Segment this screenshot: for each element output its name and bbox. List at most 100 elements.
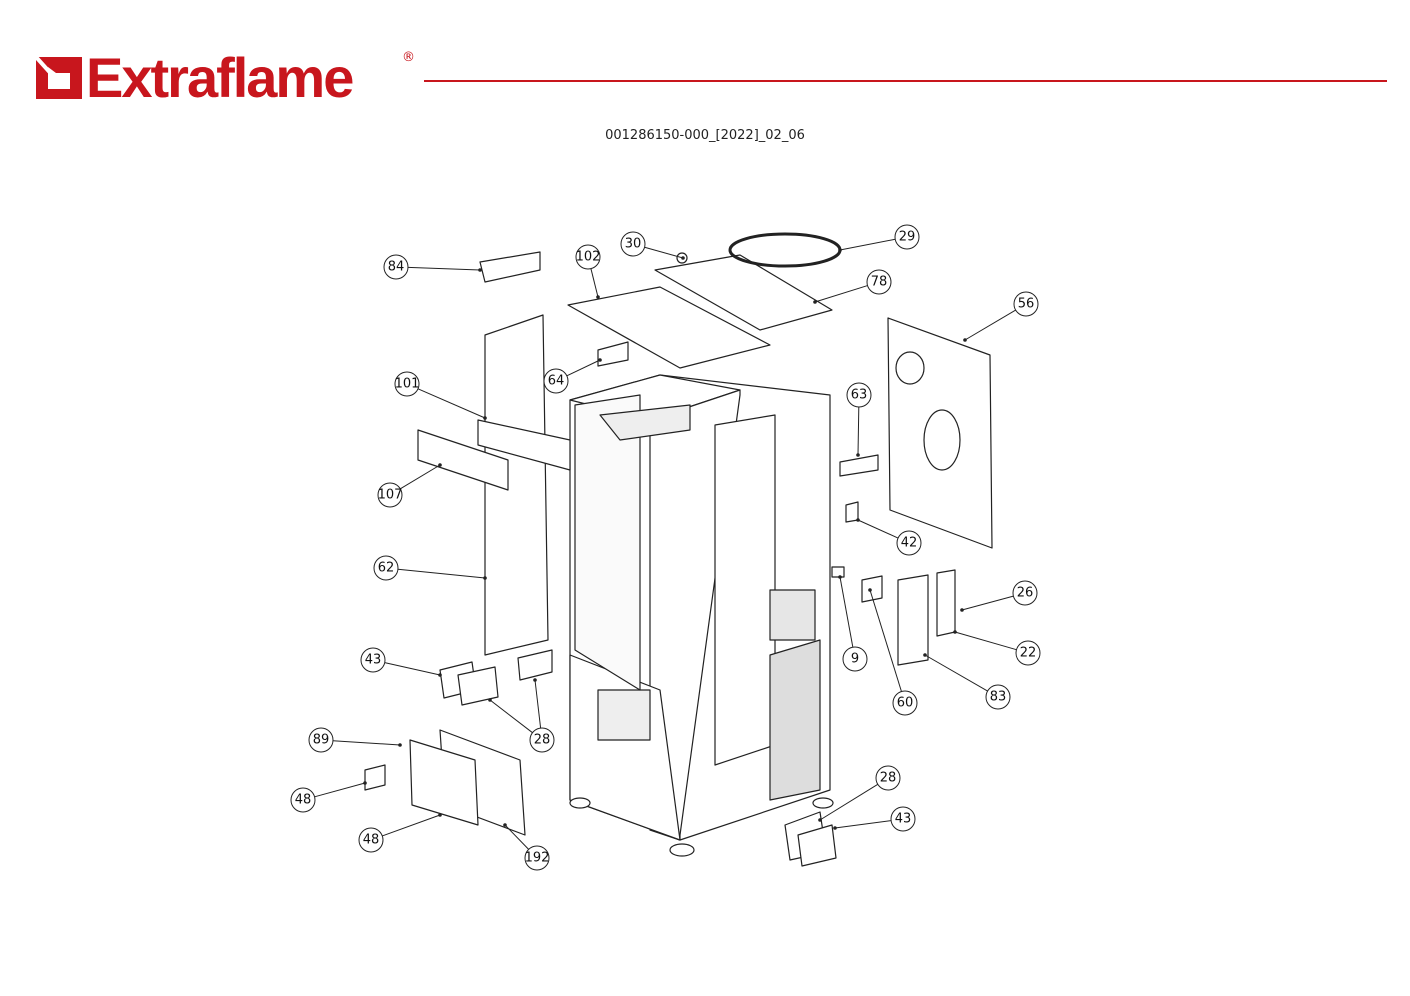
callout-number: 22 — [1020, 646, 1037, 661]
callout-circle — [846, 382, 872, 408]
callout-number: 84 — [388, 260, 405, 275]
callout-29: 29 — [838, 224, 920, 252]
callout-102: 102 — [575, 244, 601, 299]
callout-42: 42 — [856, 518, 922, 556]
part-64-bracket — [597, 341, 629, 367]
callout-62: 62 — [373, 555, 487, 581]
callout-circle — [360, 647, 386, 673]
callout-circle — [620, 231, 646, 257]
leader-line — [834, 820, 892, 829]
callout-number: 29 — [899, 230, 916, 245]
leader-line — [857, 519, 899, 539]
leader-line — [924, 654, 988, 692]
callout-circle — [529, 727, 555, 753]
leader-arrowhead — [818, 818, 822, 822]
callout-circle — [894, 224, 920, 250]
leader-line — [869, 589, 902, 692]
callout-circle — [875, 765, 901, 791]
leader-line — [504, 824, 530, 850]
leader-line — [382, 814, 441, 837]
leader-line — [332, 740, 401, 746]
part-48-hinge — [364, 764, 386, 791]
stove-body — [569, 374, 834, 857]
leader-line — [954, 631, 1017, 651]
callout-number: 43 — [895, 812, 912, 827]
leader-line — [839, 576, 854, 648]
callout-9: 9 — [838, 575, 868, 672]
part-101-bracket — [477, 419, 571, 471]
leader-line — [590, 268, 599, 298]
leader-arrowhead — [960, 608, 964, 612]
leader-arrowhead — [833, 826, 837, 830]
callout-number: 60 — [897, 696, 914, 711]
header-rule — [424, 80, 1387, 82]
part-22-display — [936, 569, 956, 637]
callout-number: 28 — [534, 733, 551, 748]
leader-arrowhead — [438, 463, 442, 467]
callout-number: 192 — [525, 851, 550, 866]
callout-89: 89 — [308, 727, 402, 753]
callout-circle — [358, 827, 384, 853]
callout-number: 89 — [313, 733, 330, 748]
callout-circle — [308, 727, 334, 753]
callout-number: 28 — [880, 771, 897, 786]
leader-arrowhead — [923, 653, 927, 657]
callout-number: 56 — [1018, 297, 1035, 312]
callout-circle — [892, 690, 918, 716]
callout-number: 26 — [1017, 586, 1034, 601]
leader-arrowhead — [398, 743, 402, 747]
leader-arrowhead — [483, 576, 487, 580]
callout-circle — [985, 684, 1011, 710]
callout-56: 56 — [963, 291, 1039, 342]
leader-line — [489, 699, 533, 734]
part-9-connector — [831, 566, 845, 578]
callout-circle — [1015, 640, 1041, 666]
callout-circle — [1013, 291, 1039, 317]
leader-arrowhead — [478, 268, 482, 272]
leader-line — [961, 595, 1014, 611]
callout-48: 48 — [358, 813, 442, 853]
leader-line — [407, 266, 481, 271]
callout-number: 48 — [363, 833, 380, 848]
part-107-bracket — [417, 429, 509, 491]
leader-line — [566, 359, 601, 377]
leader-line — [397, 568, 486, 579]
callout-28: 28 — [818, 765, 901, 822]
callout-circle — [896, 530, 922, 556]
callout-64: 64 — [543, 358, 602, 394]
callout-circle — [890, 806, 916, 832]
callout-192: 192 — [503, 823, 550, 871]
leader-arrowhead — [856, 453, 860, 457]
registered-mark: ® — [402, 50, 415, 65]
leader-arrowhead — [598, 358, 602, 362]
callout-63: 63 — [846, 382, 872, 457]
brand-logo: Extraflame ® — [34, 50, 415, 106]
part-43-cover-right — [797, 824, 837, 867]
callout-circle — [383, 254, 409, 280]
leader-arrowhead — [533, 678, 537, 682]
leader-arrowhead — [838, 248, 842, 252]
leader-arrowhead — [813, 300, 817, 304]
callout-circle — [1012, 580, 1038, 606]
callout-30: 30 — [620, 231, 685, 260]
callout-84: 84 — [383, 254, 482, 280]
callout-number: 101 — [395, 377, 420, 392]
leader-arrowhead — [868, 588, 872, 592]
leader-line — [819, 783, 879, 821]
leader-arrowhead — [438, 673, 442, 677]
part-102-top-panel — [567, 286, 771, 369]
callout-78: 78 — [813, 269, 892, 304]
part-63-bracket — [839, 454, 879, 477]
leader-arrowhead — [681, 256, 685, 260]
part-42-clip — [845, 501, 859, 523]
callout-number: 62 — [378, 561, 395, 576]
part-84-bracket — [479, 251, 541, 283]
leader-line — [814, 285, 868, 303]
callout-number: 83 — [990, 690, 1007, 705]
callout-circle — [543, 368, 569, 394]
callout-number: 64 — [548, 374, 565, 389]
leader-arrowhead — [483, 416, 487, 420]
callout-circle — [290, 787, 316, 813]
callout-60: 60 — [868, 588, 918, 716]
